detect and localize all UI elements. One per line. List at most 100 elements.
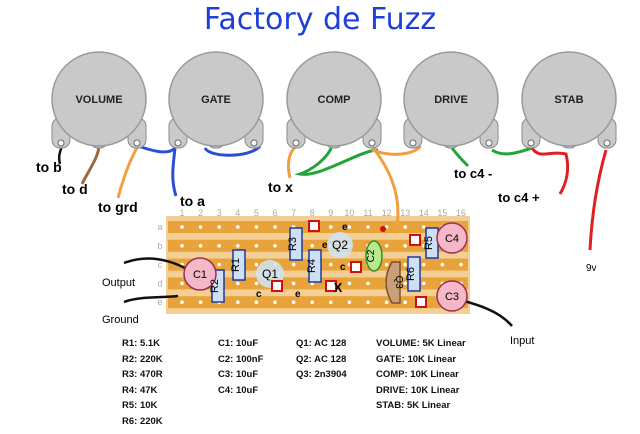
pin-c-q2: c [340,262,346,273]
capacitor-c3 [436,280,468,312]
io-label-ground: Ground [102,314,139,326]
label-r5: R5 [423,236,435,250]
hole-d14 [422,281,426,286]
parts-transistors: Q1: AC 128 Q2: AC 128 Q3: 2n3904 [296,336,347,383]
strip-row-b [168,239,468,252]
wire-drive-right [491,146,533,156]
part-c2: C2: 100nF [218,353,264,365]
wire-label-to-c4-minus: to c4 - [454,166,492,181]
wire-label-to-a: to a [180,193,205,209]
wire-label-to-b: to b [36,159,62,175]
wire-output [123,257,186,270]
junction-dot [380,226,386,232]
part-c1: C1: 10uF [218,338,259,349]
pot-volume-label: VOLUME [75,94,122,106]
pot-gate-lug-hole-3 [250,139,258,147]
hole-a3 [217,225,221,229]
hole-b2 [198,244,203,248]
label-c1: C1 [193,269,207,281]
hole-a14 [422,225,426,229]
pin-e-q1: e [295,289,301,300]
part-q3: Q3: 2n3904 [296,369,347,380]
label-x-mark: X [334,280,343,295]
hole-e5 [254,300,259,305]
hole-c15 [440,262,445,267]
resistor-r6 [407,256,421,292]
capacitor-c4 [436,222,468,254]
wire-volume-gate [137,144,177,154]
pot-gate-lug-hole-1 [174,139,182,147]
column-number-3: 3 [217,208,222,218]
part-r3: R3: 470R [122,369,163,380]
column-number-7: 7 [291,208,296,218]
hole-c3 [217,262,221,267]
io-label-output: Output [102,277,135,289]
capacitor-c2 [365,240,383,272]
part-c4: C4: 10uF [218,384,259,396]
column-number-2: 2 [198,208,203,218]
wire-drive-mid [450,147,470,168]
part-r6: R6: 220K [122,415,163,427]
hole-d13 [403,281,408,286]
hole-b12 [384,244,389,248]
hole-c13 [403,262,408,267]
column-number-15: 15 [437,208,447,218]
label-q2: Q2 [332,238,348,252]
hole-e1 [180,300,184,305]
label-r6: R6 [405,267,417,281]
pot-stab-body [521,51,617,147]
pot-volume-lug-hole-1 [57,139,65,147]
column-number-9: 9 [328,208,333,218]
pot-stab-label: STAB [554,94,583,106]
wire-volume-mid [80,145,101,185]
part-c3: C3: 10uF [218,369,259,380]
part-drive: DRIVE: 10K Linear [376,384,460,396]
pot-volume-body [51,51,147,147]
label-r1: R1 [230,258,242,272]
wire-label-to-x: to x [268,179,293,195]
pot-comp-lug-hole-3 [368,139,376,147]
transistor-q2-body [327,232,353,258]
junction-5 [409,234,421,246]
hole-a9 [329,225,333,229]
column-number-4: 4 [235,208,240,218]
part-comp: COMP: 10K Linear [376,369,459,380]
part-q2: Q2: AC 128 [296,353,347,365]
io-label-9v: 9v [586,263,597,274]
transistor-q3-body [385,261,401,304]
io-label-input: Input [510,335,534,347]
hole-d10 [347,281,352,286]
parts-resistors: R1: 5.1K R2: 220K R3: 470R R4: 47K R5: 1… [122,336,163,429]
hole-c9 [329,262,333,267]
hole-e10 [347,300,352,305]
column-number-6: 6 [272,208,277,218]
wire-gate-right [203,144,262,157]
pin-e-q2b: e [322,240,328,251]
hole-e12 [384,300,389,305]
row-letter-a: a [157,222,162,232]
part-r5: R5: 10K [122,400,158,411]
hole-d5 [254,281,259,286]
column-number-14: 14 [419,208,429,218]
hole-a13 [403,225,408,229]
hole-d7 [291,281,296,286]
wire-stab-left [530,147,570,195]
hole-b13 [403,244,408,248]
hole-b14 [422,244,426,248]
pot-stab-lug-hole-1 [527,139,535,147]
pot-drive: DRIVE [403,51,499,149]
pot-comp-lug-hole-1 [292,139,300,147]
hole-c7 [291,262,296,267]
capacitor-c1 [183,257,217,291]
pot-gate-body [168,51,264,147]
hole-a4 [236,225,240,229]
label-r3: R3 [287,237,299,251]
label-r4: R4 [306,259,318,273]
hole-b8 [310,244,315,248]
pot-stab: STAB [521,51,617,149]
page-title: Factory de Fuzz [203,2,437,37]
part-r1: R1: 5.1K [122,338,161,349]
wire-comp-mid [294,145,379,176]
